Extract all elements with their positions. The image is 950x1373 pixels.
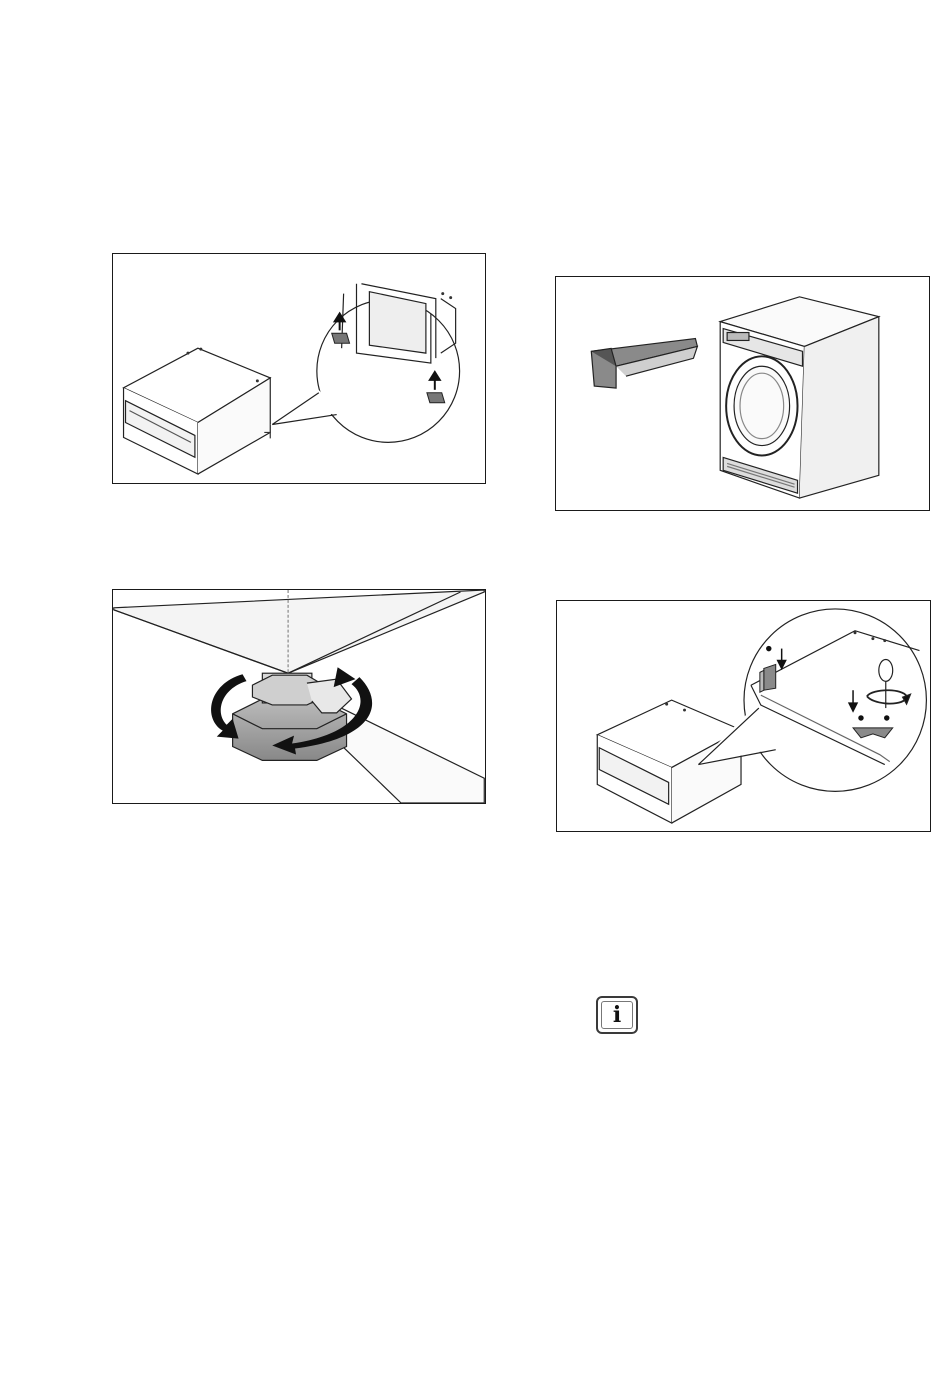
dryer-with-drawer-illustration [556, 277, 929, 510]
figure-plinth-pads [112, 253, 486, 484]
info-icon-glyph: i [601, 1001, 633, 1029]
adjustable-foot-wrench-illustration [113, 590, 485, 803]
plinth-bracket-screw-illustration [557, 601, 930, 831]
figure-foot-adjust [112, 589, 486, 804]
figure-dryer-drawer [555, 276, 930, 511]
plinth-with-pads-illustration [113, 254, 485, 483]
info-icon: i [596, 996, 638, 1034]
figure-plinth-bracket [556, 600, 931, 832]
